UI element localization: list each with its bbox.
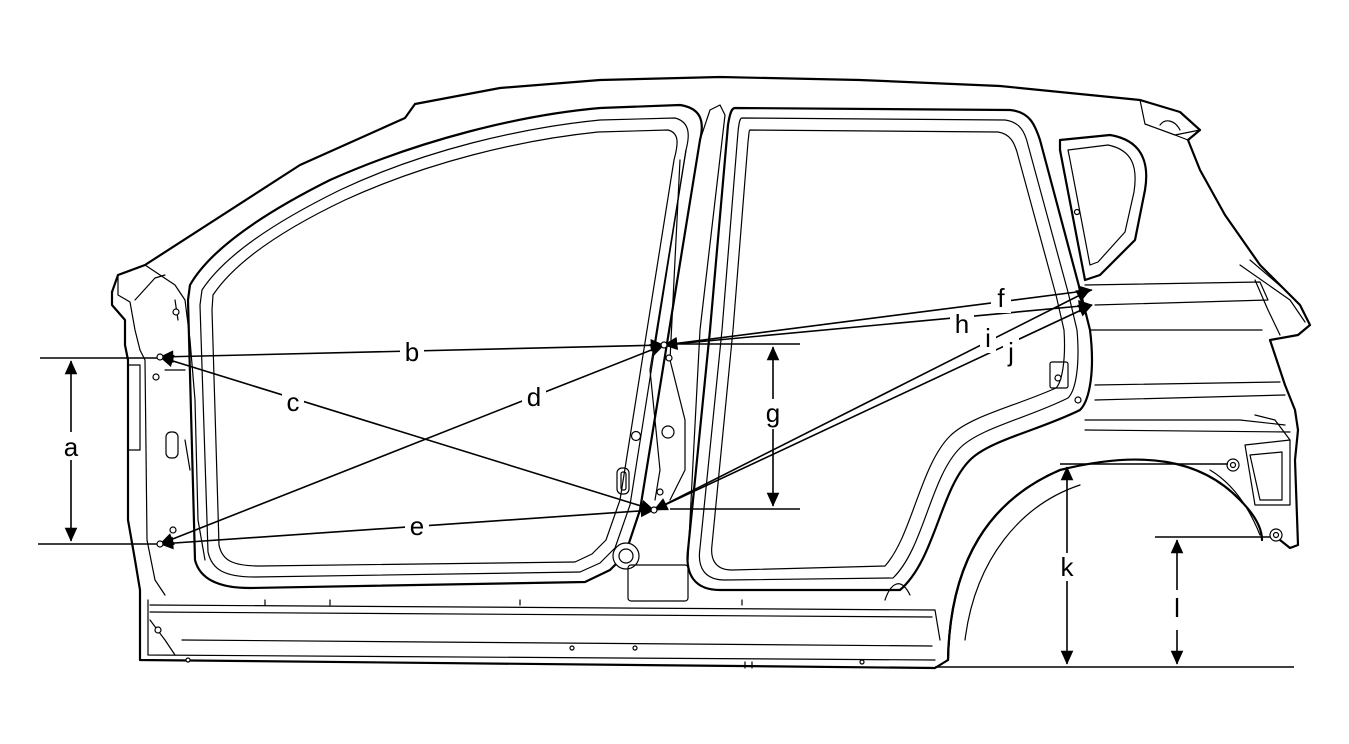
label-f: f (997, 283, 1005, 313)
label-l: l (1174, 593, 1180, 623)
rear-wheel-arch (946, 458, 1264, 662)
front-door-opening (186, 103, 703, 590)
ref-point-front-upper (156, 353, 164, 361)
dimension-h-arrow (663, 299, 1093, 351)
quarter-window (1058, 133, 1148, 282)
label-e: e (410, 511, 424, 541)
reference-points (156, 341, 668, 548)
dimension-j-arrow (653, 304, 1093, 511)
label-b: b (405, 337, 419, 367)
rear-door-opening (686, 106, 1094, 592)
label-c: c (287, 387, 300, 417)
label-a: a (64, 432, 79, 462)
label-g: g (766, 398, 780, 428)
label-j: j (1007, 337, 1014, 367)
label-k: k (1061, 552, 1075, 582)
extension-lines (38, 343, 1294, 668)
dimension-f-arrow (663, 285, 1093, 350)
label-i: i (985, 323, 991, 353)
ref-point-bpillar-lower (650, 506, 658, 514)
sill-lower (110, 290, 1062, 670)
dimension-c-arrow (159, 354, 655, 513)
ref-point-bpillar-upper (660, 341, 668, 349)
outer-outline (110, 75, 1312, 550)
ref-point-front-lower (156, 540, 164, 548)
body-side-panel (110, 75, 1312, 670)
label-h: h (955, 309, 969, 339)
label-d: d (527, 382, 541, 412)
dimension-labels: a b c d e f g h i j k l (60, 283, 1186, 630)
